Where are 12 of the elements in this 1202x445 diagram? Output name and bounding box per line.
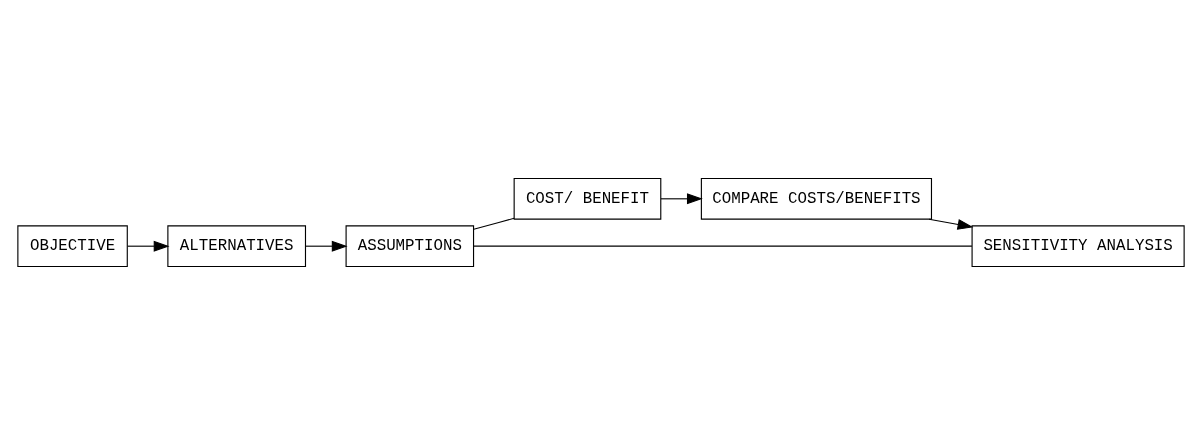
node-box: SENSITIVITY ANALYSIS [971, 225, 1185, 268]
arrow [305, 240, 348, 252]
arrow [928, 218, 974, 230]
node-box: ALTERNATIVES [167, 225, 307, 268]
connector [473, 245, 973, 247]
node-box: COMPARE COSTS/BENEFITS [700, 177, 933, 220]
arrow [127, 240, 170, 252]
arrow [660, 193, 703, 205]
connector [473, 217, 515, 230]
node-box: COST/ BENEFIT [513, 177, 662, 220]
node-box: ASSUMPTIONS [345, 225, 475, 268]
node-box: OBJECTIVE [17, 225, 128, 268]
